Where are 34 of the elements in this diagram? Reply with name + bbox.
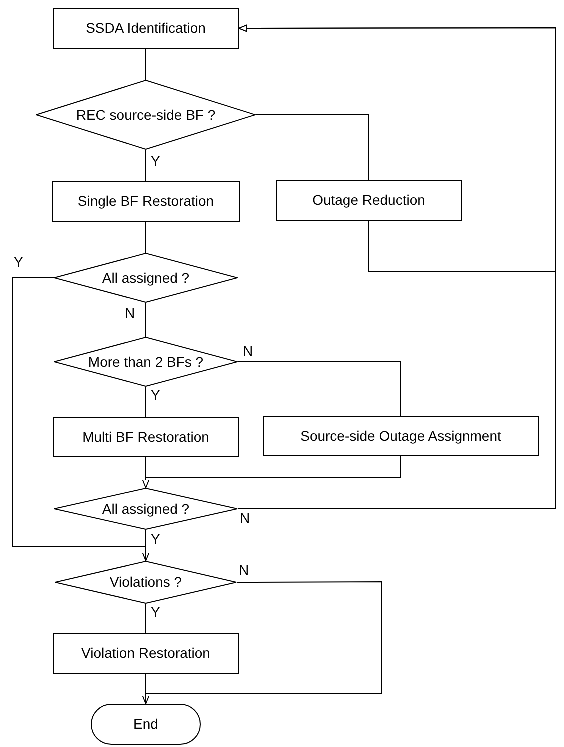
arrow: [12, 278, 150, 562]
node-text: All assigned ?: [102, 268, 190, 288]
node-text: More than 2 BFs ?: [88, 352, 204, 372]
terminal-shape: [91, 704, 201, 745]
node-text: Violation Restoration: [82, 644, 210, 663]
node-text: REC source-side BF ?: [76, 106, 216, 124]
connector-line: [238, 362, 402, 416]
process-box: [53, 8, 239, 49]
node-text: Multi BF Restoration: [82, 428, 210, 446]
node-text: Outage Reduction: [312, 191, 426, 210]
edge-label: Y: [151, 154, 160, 168]
edge-label: N: [125, 306, 136, 320]
node-text: Violations ?: [110, 573, 182, 592]
process-box: [263, 416, 539, 456]
process-box: [52, 181, 240, 222]
node-text: Single BF Restoration: [78, 192, 214, 211]
edge-label: Y: [151, 605, 160, 619]
edge-label: Y: [151, 532, 160, 546]
edge-label: N: [239, 563, 250, 577]
connector-line: [256, 114, 370, 180]
process-box: [276, 180, 462, 221]
node-text: All assigned ?: [102, 500, 190, 519]
node-text: End: [134, 715, 158, 734]
node-text: Source-side Outage Assignment: [300, 426, 502, 446]
edge-label: Y: [14, 255, 24, 269]
edge-label: Y: [151, 388, 160, 402]
process-box: [53, 417, 239, 457]
node-text: SSDA Identification: [86, 19, 206, 38]
process-box: [53, 633, 239, 674]
arrow: [142, 582, 382, 704]
edge-label: N: [240, 511, 250, 525]
edge-label: N: [243, 344, 254, 358]
arrow: [238, 24, 556, 510]
arrow: [142, 456, 402, 488]
